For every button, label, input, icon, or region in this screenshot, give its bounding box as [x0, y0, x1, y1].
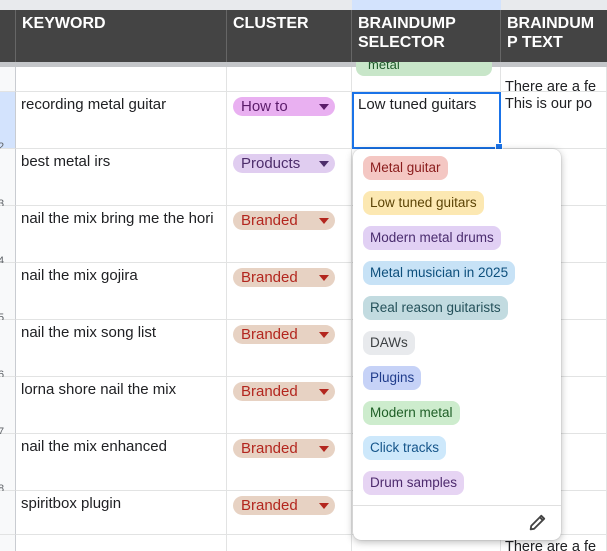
cluster-chip-label: Branded: [241, 269, 298, 286]
cluster-chip-label: Branded: [241, 440, 298, 457]
dropdown-option[interactable]: Metal guitar: [363, 156, 448, 180]
braindump-text: There are a fe: [505, 539, 597, 551]
dropdown-option[interactable]: DAWs: [363, 331, 415, 355]
row-number: 5: [0, 312, 5, 324]
cluster-chip[interactable]: Branded: [233, 496, 335, 515]
cluster-cell[interactable]: Branded: [227, 491, 352, 535]
caret-down-icon[interactable]: [319, 104, 329, 110]
partial-chip-metal: metal: [356, 62, 492, 76]
keyword-cell[interactable]: nail the mix song list: [16, 320, 227, 377]
row-header[interactable]: 5: [0, 263, 16, 324]
dropdown-option[interactable]: Real reason guitarists: [363, 296, 508, 320]
row-header[interactable]: 3: [0, 149, 16, 210]
row-header[interactable]: 7: [0, 377, 16, 438]
cluster-cell[interactable]: [227, 67, 352, 92]
keyword-cell[interactable]: nail the mix enhanced: [16, 434, 227, 491]
cluster-cell[interactable]: Branded: [227, 377, 352, 434]
keyword-cell[interactable]: spiritbox plugin: [16, 491, 227, 535]
dropdown-option[interactable]: Metal musician in 2025: [363, 261, 516, 285]
keyword-cell[interactable]: recording metal guitar: [16, 92, 227, 149]
keyword-cell[interactable]: best metal irs: [16, 149, 227, 206]
row-number: 4: [0, 255, 5, 267]
row-number: 7: [0, 426, 5, 438]
caret-down-icon[interactable]: [319, 389, 329, 395]
braindump-selector-cell[interactable]: [352, 535, 501, 551]
cluster-chip-label: Products: [241, 155, 301, 172]
cluster-cell[interactable]: Products: [227, 149, 352, 206]
cluster-cell[interactable]: Branded: [227, 263, 352, 320]
keyword-cell[interactable]: nail the mix bring me the hori: [16, 206, 227, 263]
cluster-chip-label: Branded: [241, 326, 298, 343]
pencil-icon[interactable]: [527, 511, 549, 533]
dropdown-option[interactable]: Modern metal: [363, 401, 460, 425]
cluster-chip[interactable]: Products: [233, 154, 335, 173]
dropdown-option[interactable]: Click tracks: [363, 436, 447, 460]
cluster-chip[interactable]: Branded: [233, 268, 335, 287]
row-number: 8: [0, 483, 5, 495]
cluster-chip-label: Branded: [241, 383, 298, 400]
active-cell-value[interactable]: Low tuned guitars: [358, 96, 477, 113]
braindump-selector-cell[interactable]: [352, 67, 501, 92]
header-keyword[interactable]: KEYWORD: [16, 10, 227, 62]
caret-down-icon[interactable]: [319, 446, 329, 452]
row-header[interactable]: [0, 491, 16, 535]
row-header[interactable]: 8: [0, 434, 16, 495]
row-header[interactable]: 2: [0, 92, 16, 153]
braindump-text-cell[interactable]: There are a fe: [501, 67, 607, 92]
cluster-chip[interactable]: Branded: [233, 382, 335, 401]
dropdown-option[interactable]: Low tuned guitars: [363, 191, 484, 215]
braindump-text-cell[interactable]: This is our po: [501, 92, 607, 149]
keyword-cell[interactable]: nail the mix gojira: [16, 263, 227, 320]
caret-down-icon[interactable]: [319, 332, 329, 338]
cluster-cell[interactable]: Branded: [227, 434, 352, 491]
caret-down-icon[interactable]: [319, 503, 329, 509]
header-row: KEYWORD CLUSTER BRAINDUMP SELECTOR BRAIN…: [0, 10, 607, 62]
header-cluster[interactable]: CLUSTER: [227, 10, 352, 62]
selected-column-indicator: [352, 0, 501, 10]
keyword-cell[interactable]: [16, 67, 227, 92]
caret-down-icon[interactable]: [319, 161, 329, 167]
cluster-chip[interactable]: Branded: [233, 439, 335, 458]
keyword-cell[interactable]: [16, 535, 227, 551]
row-header[interactable]: [0, 535, 16, 551]
braindump-text: This is our po: [505, 96, 593, 112]
cluster-cell[interactable]: Branded: [227, 320, 352, 377]
cluster-cell[interactable]: [227, 535, 352, 551]
header-braindump-selector[interactable]: BRAINDUMP SELECTOR: [352, 10, 501, 62]
row-number: 6: [0, 369, 5, 381]
cluster-cell[interactable]: Branded: [227, 206, 352, 263]
row-header[interactable]: 4: [0, 206, 16, 267]
dropdown-option[interactable]: Drum samples: [363, 471, 465, 495]
cluster-cell[interactable]: How to: [227, 92, 352, 149]
cluster-chip[interactable]: Branded: [233, 325, 335, 344]
row-header-corner: [0, 10, 16, 62]
active-cell-editor[interactable]: Low tuned guitars: [352, 92, 503, 151]
cluster-chip-label: Branded: [241, 497, 298, 514]
cluster-chip-label: How to: [241, 98, 288, 115]
header-braindump-text[interactable]: BRAINDUM P TEXT: [507, 15, 595, 51]
keyword-cell[interactable]: lorna shore nail the mix: [16, 377, 227, 434]
row-number: 3: [0, 198, 5, 210]
dropdown-option[interactable]: Modern metal drums: [363, 226, 501, 250]
braindump-text: There are a fe: [505, 79, 597, 92]
cluster-chip[interactable]: How to: [233, 97, 335, 116]
cluster-chip[interactable]: Branded: [233, 211, 335, 230]
dropdown-divider: [353, 505, 561, 506]
dropdown-option[interactable]: Plugins: [363, 366, 422, 390]
caret-down-icon[interactable]: [319, 218, 329, 224]
frozen-row-divider[interactable]: [0, 62, 607, 67]
cluster-chip-label: Branded: [241, 212, 298, 229]
row-header[interactable]: 6: [0, 320, 16, 381]
row-number: 2: [0, 141, 5, 153]
caret-down-icon[interactable]: [319, 275, 329, 281]
row-header[interactable]: [0, 67, 16, 92]
